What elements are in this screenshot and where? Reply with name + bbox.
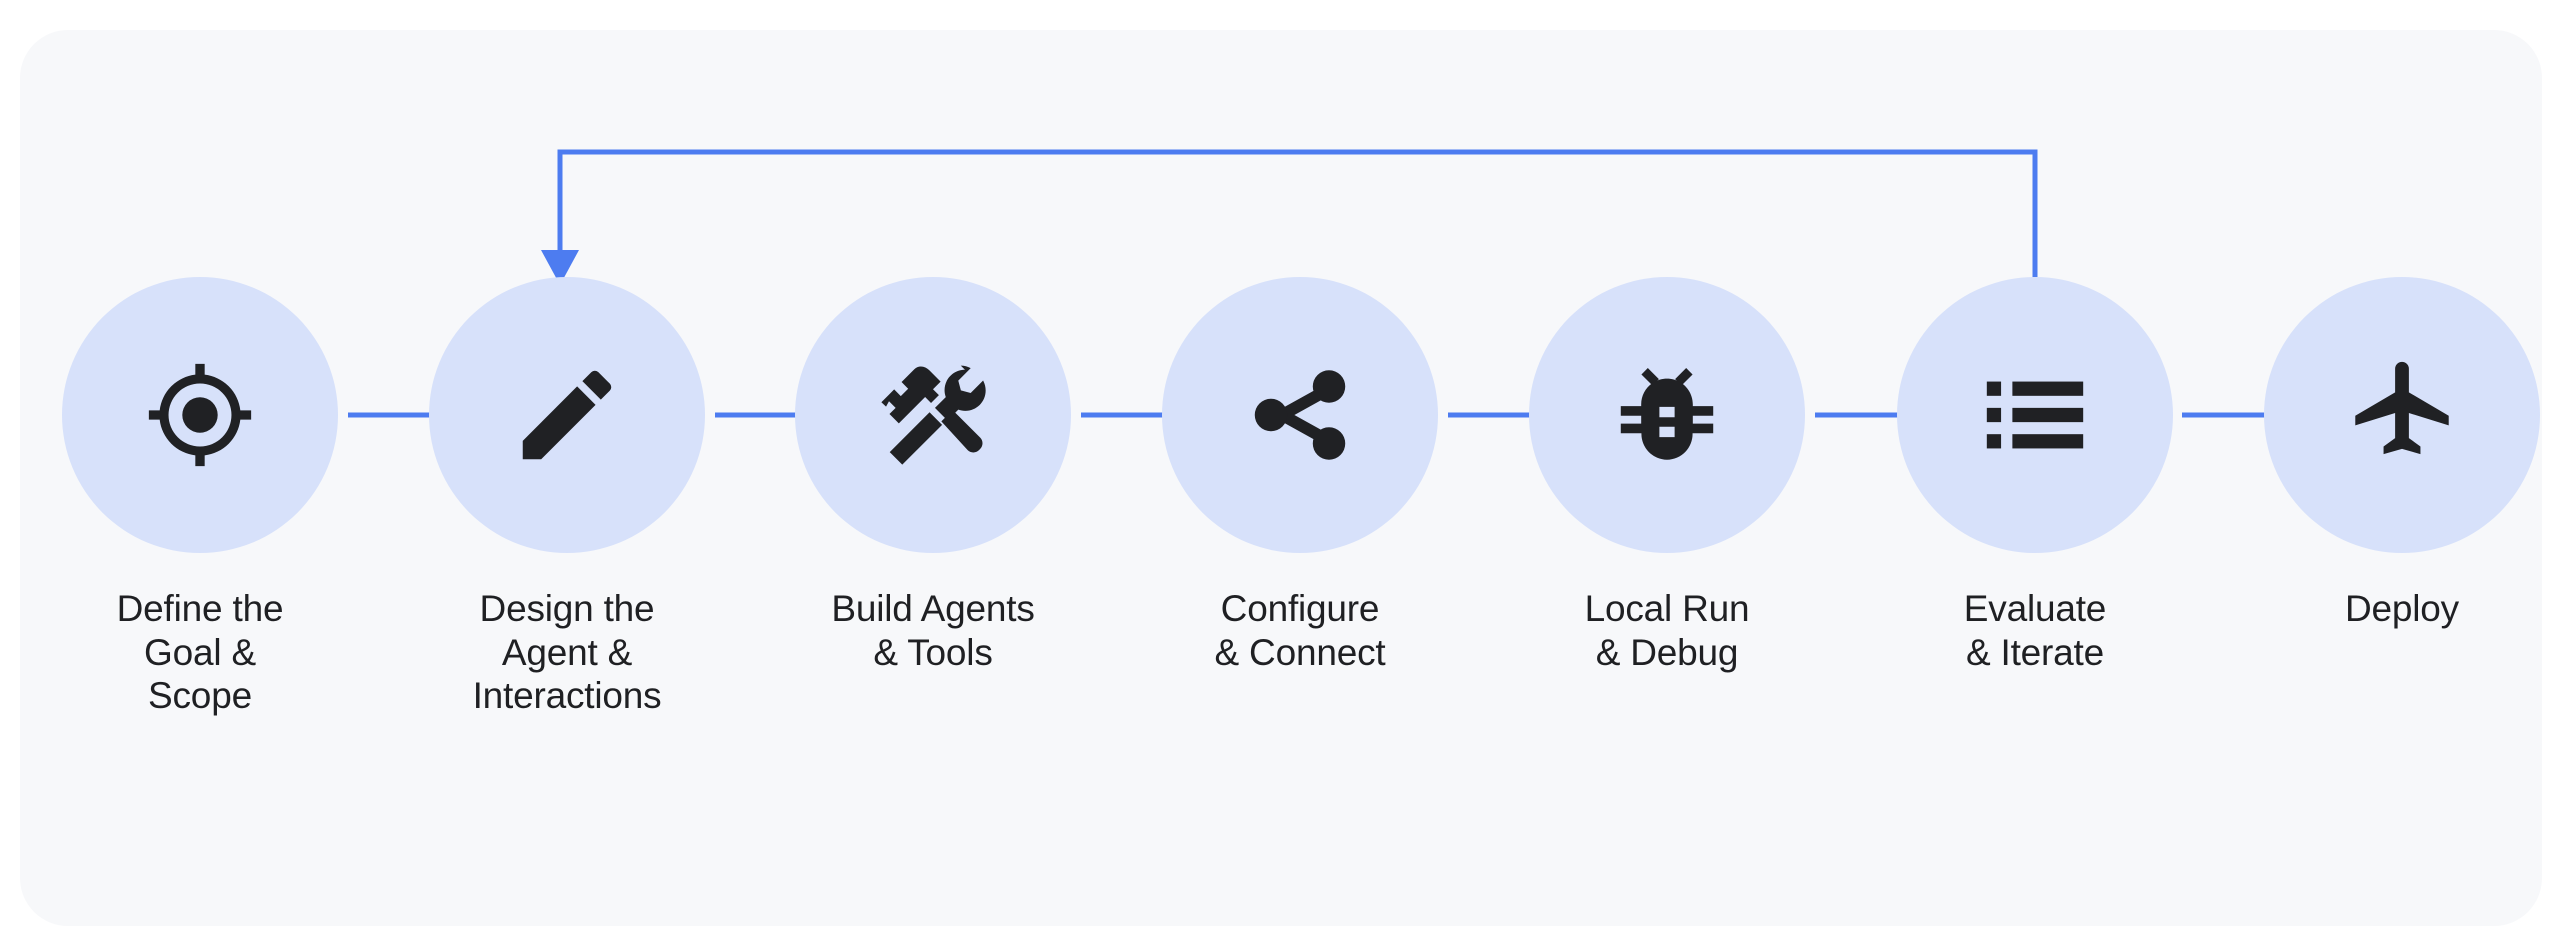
step-label: Design the Agent & Interactions <box>472 588 662 717</box>
share-nodes-icon <box>1254 370 1346 460</box>
step-local-run-and-debug[interactable]: Local Run & Debug <box>1517 277 1817 674</box>
step-deploy[interactable]: Deploy <box>2252 277 2552 631</box>
step-label: Evaluate & Iterate <box>1963 588 2107 673</box>
step-icon-circle[interactable] <box>795 277 1071 553</box>
target-icon <box>148 363 252 467</box>
steps-row: Define the Goal & Scope Design the Agent… <box>20 30 2542 926</box>
step-icon-circle[interactable] <box>2264 277 2540 553</box>
step-label: Configure & Connect <box>1214 588 1386 673</box>
airplane-icon <box>2355 361 2449 455</box>
step-define-the-goal-and-scope[interactable]: Define the Goal & Scope <box>50 277 350 718</box>
bug-icon <box>1620 368 1714 460</box>
step-configure-and-connect[interactable]: Configure & Connect <box>1150 277 1450 674</box>
step-design-the-agent-and-interactions[interactable]: Design the Agent & Interactions <box>417 277 717 718</box>
step-build-agents-and-tools[interactable]: Build Agents & Tools <box>783 277 1083 674</box>
step-icon-circle[interactable] <box>62 277 338 553</box>
step-icon-circle[interactable] <box>1529 277 1805 553</box>
step-icon-circle[interactable] <box>429 277 705 553</box>
pencil-icon <box>522 370 612 460</box>
step-icon-circle[interactable] <box>1897 277 2173 553</box>
step-label: Build Agents & Tools <box>831 588 1035 673</box>
step-label: Define the Goal & Scope <box>116 588 284 717</box>
step-label: Deploy <box>2345 588 2459 629</box>
step-evaluate-and-iterate[interactable]: Evaluate & Iterate <box>1885 277 2185 674</box>
list-icon <box>1986 381 2084 449</box>
step-icon-circle[interactable] <box>1162 277 1438 553</box>
step-label: Local Run & Debug <box>1584 588 1750 673</box>
hammer-wrench-icon <box>881 365 986 465</box>
